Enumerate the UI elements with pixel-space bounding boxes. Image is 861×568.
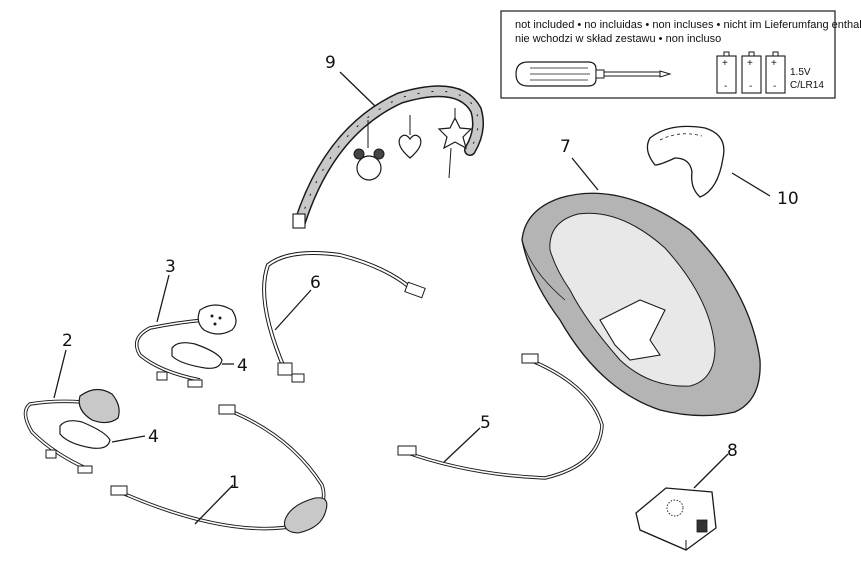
cover-right [171, 342, 223, 369]
part-number-1: 1 [229, 473, 240, 493]
not-included-box: not included • no incluidas • non inclus… [500, 10, 861, 99]
head-support [646, 125, 725, 198]
part-number-9: 9 [325, 53, 336, 73]
battery-type: C/LR14 [790, 80, 824, 91]
mouse-toy-icon [356, 155, 382, 181]
battery-icon: + - [716, 51, 737, 94]
svg-text:-: - [773, 81, 776, 92]
toy-bar [292, 85, 484, 229]
music-box [635, 487, 717, 551]
cover-left [59, 420, 111, 449]
motor-unit-left [23, 388, 120, 474]
battery-icon: + - [765, 51, 786, 94]
part-number-7: 7 [560, 137, 571, 157]
heart-toy-icon [398, 134, 422, 159]
leader-lines [53, 71, 771, 525]
svg-text:-: - [749, 81, 752, 92]
speaker-icon [666, 499, 684, 517]
not-included-line1: not included • no incluidas • non inclus… [515, 19, 861, 31]
battery-voltage: 1.5V [790, 67, 811, 78]
svg-text:+: + [771, 58, 777, 69]
part-number-6: 6 [310, 273, 321, 293]
part-number-5: 5 [480, 413, 491, 433]
svg-text:+: + [747, 58, 753, 69]
star-toy-icon [437, 116, 473, 150]
rear-leg [397, 353, 604, 480]
front-leg [110, 404, 328, 534]
seat-pad [521, 192, 761, 417]
part-number-4: 4 [237, 356, 248, 376]
part-number-8: 8 [727, 441, 738, 461]
arch-frame [262, 251, 426, 383]
battery-icon: + - [741, 51, 762, 94]
svg-text:+: + [722, 58, 728, 69]
part-number-4: 4 [148, 427, 159, 447]
part-number-10: 10 [777, 189, 799, 209]
not-included-line2: nie wchodzi w skład zestawu • non inclus… [515, 33, 721, 45]
motor-unit-right [134, 304, 237, 388]
screwdriver-icon [515, 61, 672, 87]
svg-text:-: - [724, 81, 727, 92]
part-number-2: 2 [62, 331, 73, 351]
part-number-3: 3 [165, 257, 176, 277]
